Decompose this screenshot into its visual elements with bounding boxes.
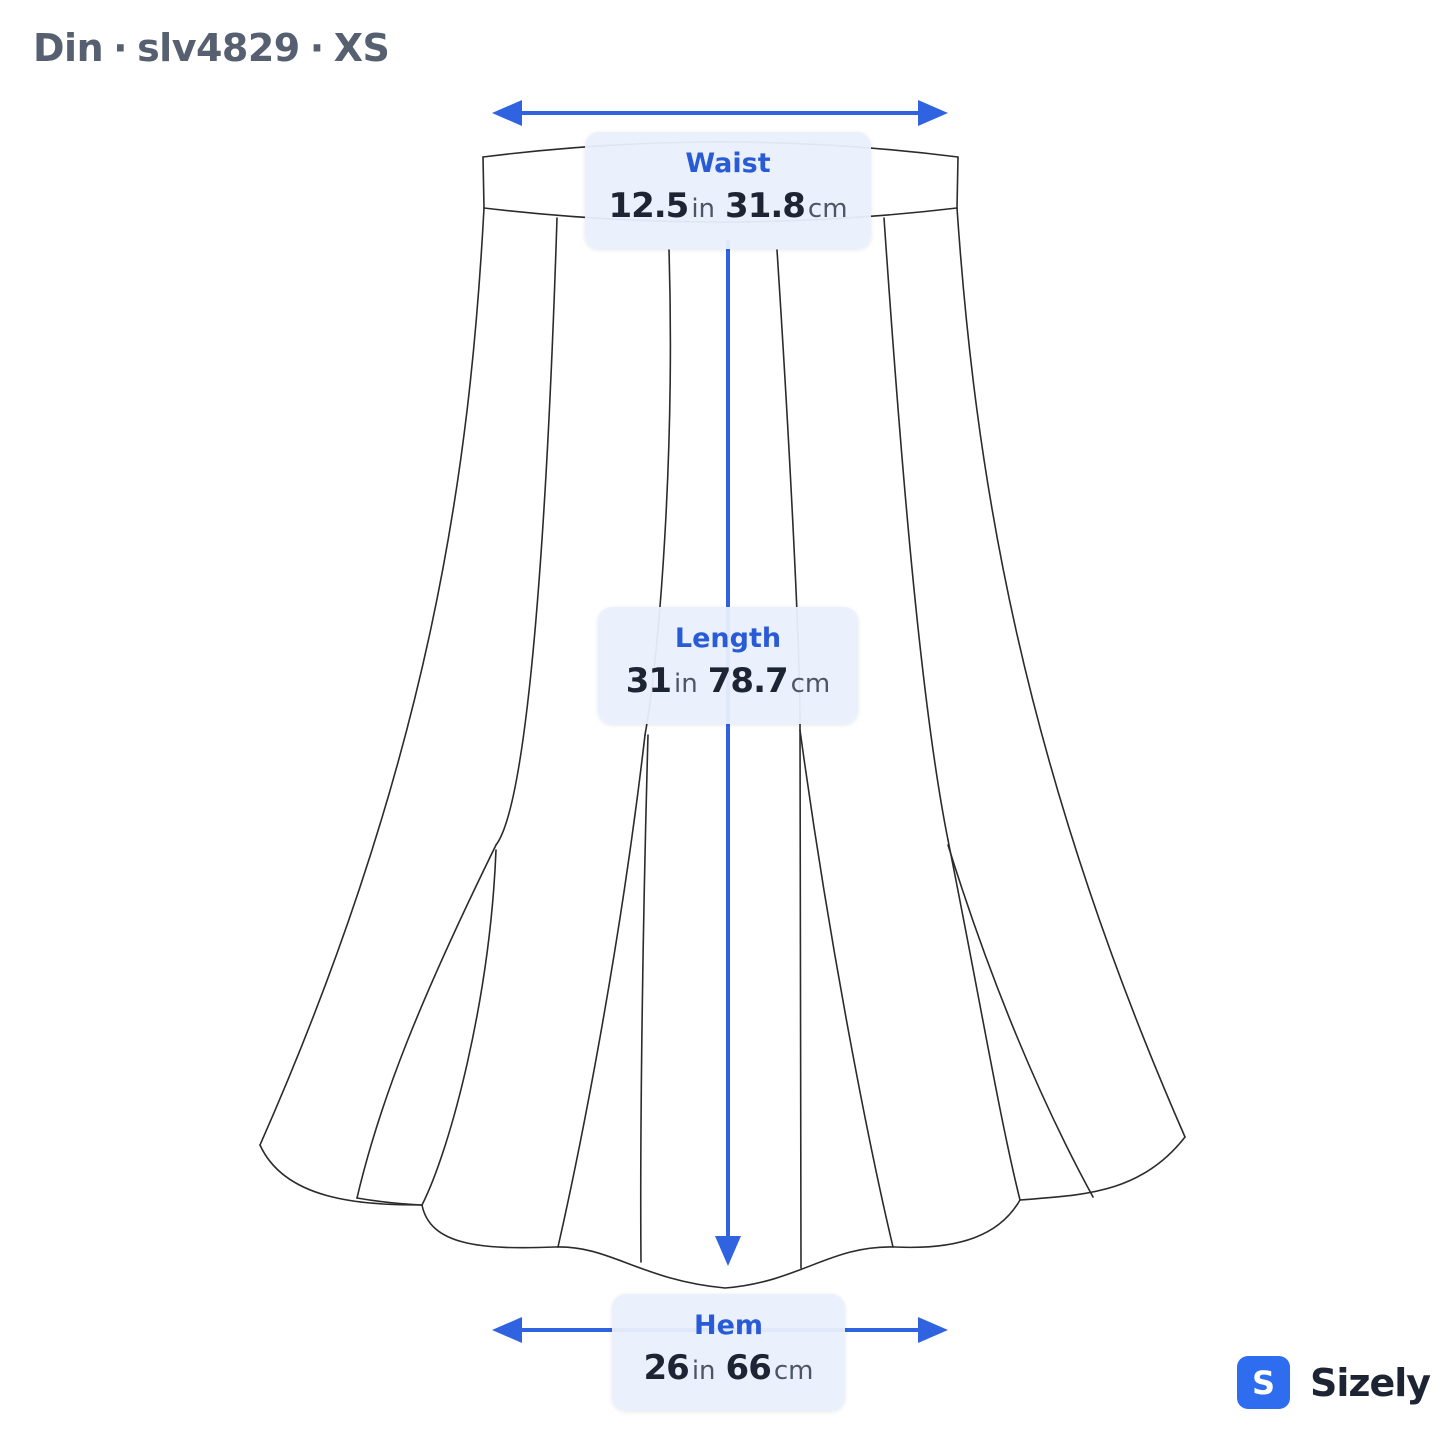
hem-inches: 26 — [643, 1348, 690, 1388]
skirt-outline — [259, 141, 1186, 1289]
waist-cm-unit: cm — [807, 194, 848, 224]
waistband-left — [482, 156, 485, 209]
godet-center-b — [639, 734, 649, 1263]
hem-arrow-left-head — [492, 1317, 522, 1343]
godet-center-d — [799, 729, 894, 1248]
hem-inches-unit: in — [691, 1356, 716, 1386]
skirt-hem — [259, 1136, 1186, 1289]
skirt-right-side — [956, 207, 1186, 1138]
waist-cm: 31.8 — [725, 186, 806, 226]
sizely-logo: S Sizely — [1237, 1356, 1431, 1409]
header-separator: · — [309, 26, 324, 70]
length-cm-unit: cm — [790, 669, 831, 699]
hem-cm: 66 — [725, 1348, 772, 1388]
godet-right-b — [947, 844, 1094, 1198]
godet-center-a — [557, 734, 646, 1248]
waist-inches: 12.5 — [608, 186, 689, 226]
length-inches-unit: in — [674, 669, 698, 699]
brand-name: Din — [33, 26, 104, 70]
product-header: Din·slv4829·XS — [33, 26, 390, 70]
skirt-left-side — [259, 207, 485, 1146]
length-cm: 78.7 — [707, 661, 789, 701]
waist-label: Waist — [685, 148, 771, 179]
header-separator: · — [113, 26, 128, 70]
hem-arrow-right-head — [918, 1317, 948, 1343]
hem-label: Hem — [693, 1310, 764, 1341]
waist-inches-unit: in — [691, 194, 716, 224]
length-label: Length — [674, 623, 782, 654]
sizely-logo-icon: S — [1237, 1356, 1290, 1409]
sizely-logo-name: Sizely — [1310, 1360, 1431, 1405]
hem-left-detail — [356, 1197, 423, 1206]
godet-center-c — [799, 719, 802, 1269]
length-inches: 31 — [625, 661, 672, 701]
waist-arrow-right-head — [918, 100, 948, 126]
length-arrow-head — [715, 1236, 741, 1266]
waistband-right — [956, 156, 959, 209]
product-sku: slv4829 — [137, 26, 300, 70]
godet-left-b — [421, 849, 497, 1206]
seam-left-outer — [495, 217, 558, 846]
godet-left-a — [356, 844, 497, 1199]
godet-right-a — [947, 839, 1021, 1201]
waist-arrow-left-head — [492, 100, 522, 126]
seam-right-outer — [883, 217, 949, 841]
product-size: XS — [333, 26, 390, 70]
hem-cm-unit: cm — [773, 1356, 814, 1386]
